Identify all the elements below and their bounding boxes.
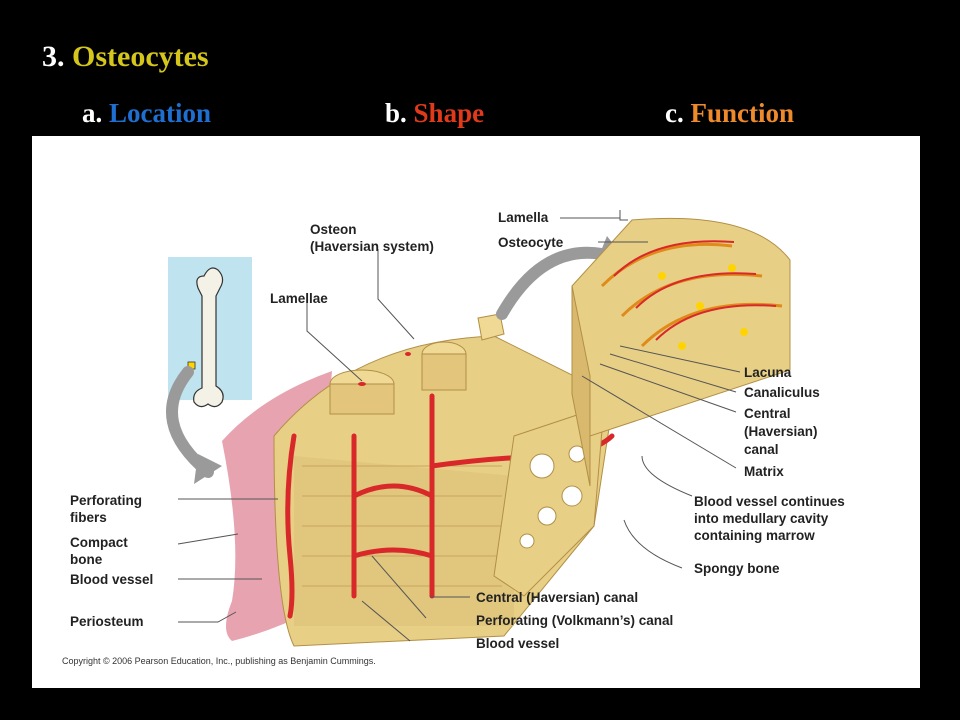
label-osteon: Osteon — [310, 222, 357, 237]
label-central-haversian: (Haversian) — [744, 424, 818, 439]
label-lacuna: Lacuna — [744, 365, 792, 380]
subtopic-letter: a. — [82, 98, 103, 128]
label-lamellae: Lamellae — [270, 291, 328, 306]
subtopic-shape: b. Shape — [385, 98, 484, 129]
subtopic-function: c. Function — [665, 98, 794, 129]
subtopic-letter: c. — [665, 98, 684, 128]
subtopic-location: a. Location — [82, 98, 211, 129]
label-osteocyte: Osteocyte — [498, 235, 564, 250]
label-bv-continues-2: into medullary cavity — [694, 511, 829, 526]
subtopic-letter: b. — [385, 98, 407, 128]
label-compact-bone-1: Compact — [70, 535, 128, 550]
label-perforating-fibers-2: fibers — [70, 510, 107, 525]
slide-title: 3. Osteocytes — [42, 40, 209, 74]
label-bv-continues-3: containing marrow — [694, 528, 815, 543]
label-blood-vessel-left: Blood vessel — [70, 572, 153, 587]
magnify-arrow-icon — [496, 246, 608, 320]
label-spongy-bone: Spongy bone — [694, 561, 780, 576]
subtopic-word: Location — [109, 98, 212, 128]
magnified-osteon-wedge — [571, 217, 791, 487]
label-canaliculus: Canaliculus — [744, 385, 820, 400]
label-osteon-haversian: (Haversian system) — [310, 239, 434, 254]
bone-diagram-panel: Osteon (Haversian system) Lamellae Lamel… — [32, 136, 920, 688]
leader-lines — [177, 210, 741, 642]
curved-arrow-icon — [166, 366, 214, 478]
diagram-labels: Osteon (Haversian system) Lamellae Lamel… — [62, 210, 845, 666]
label-perforating-fibers-1: Perforating — [70, 493, 142, 508]
subtopic-word: Shape — [413, 98, 485, 128]
osteon-cylinders — [329, 313, 505, 415]
label-compact-bone-2: bone — [70, 552, 103, 567]
label-matrix: Matrix — [744, 464, 784, 479]
label-central-haversian-canal: Central (Haversian) canal — [476, 590, 638, 605]
label-blood-vessel-bottom: Blood vessel — [476, 636, 559, 651]
copyright-text: Copyright © 2006 Pearson Education, Inc.… — [62, 656, 376, 666]
label-bv-continues-1: Blood vessel continues — [694, 494, 845, 509]
label-lamella: Lamella — [498, 210, 549, 225]
label-central: Central — [744, 406, 791, 421]
subtopic-word: Function — [690, 98, 795, 128]
compact-bone-diagram: Osteon (Haversian system) Lamellae Lamel… — [62, 210, 845, 666]
title-number: 3. — [42, 40, 65, 73]
label-periosteum: Periosteum — [70, 614, 144, 629]
label-perforating-canal: Perforating (Volkmann’s) canal — [476, 613, 673, 628]
label-central-canal: canal — [744, 442, 779, 457]
title-term: Osteocytes — [72, 40, 209, 73]
